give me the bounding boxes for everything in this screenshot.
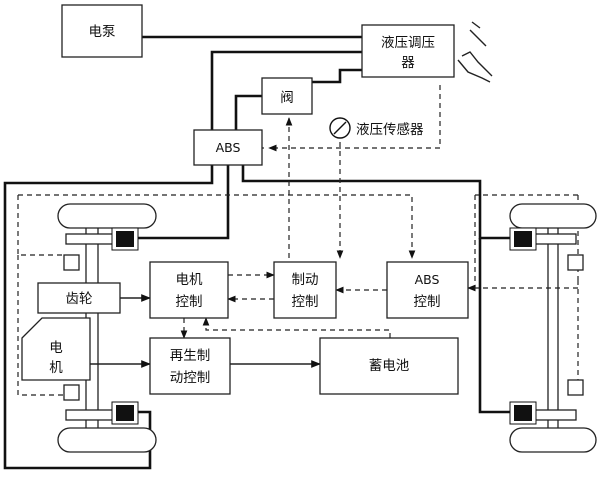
left-wheel-assembly [57,203,157,453]
hydraulic-lines [3,35,512,470]
valve-label: 阀 [280,90,294,106]
gear-block: 齿轮 [37,282,121,314]
pump-block: 电泵 [61,4,143,58]
brake-control-label-line1: 制动 [292,272,319,288]
mechanical-links [90,294,321,368]
abs-block: ABS [193,129,263,166]
abs-control-label-line1: ABS [415,272,440,287]
pressure-sensor-label: 液压传感器 [356,121,424,138]
motor-control-label-line2: 控制 [176,294,203,310]
regulator-block: 液压调压 器 [361,24,455,78]
motor-control-label-line1: 电机 [176,272,203,288]
abs-control-block: ABS 控制 [386,261,469,319]
regen-control-label-line2: 动控制 [170,370,211,386]
motor-label-line2: 机 [49,360,63,376]
regulator-label-line2: 器 [401,55,415,71]
pump-label: 电泵 [89,24,116,40]
regulator-label-line1: 液压调压 [381,35,435,51]
signal-lines [17,85,579,396]
pressure-sensor: 液压传感器 [329,117,424,139]
motor-control-block: 电机 控制 [149,261,229,319]
brake-control-label-line2: 控制 [292,294,319,310]
regen-control-block: 再生制 动控制 [149,337,231,395]
gear-label: 齿轮 [66,291,93,307]
motor-block: 电 机 [21,317,91,381]
abs-label: ABS [216,140,241,155]
motor-label-line1: 电 [49,340,63,356]
abs-control-label-line2: 控制 [414,294,441,310]
brake-pedal-icon [457,21,493,83]
brake-control-block: 制动 控制 [273,261,337,319]
valve-block: 阀 [261,77,313,115]
battery-block: 蓄电池 [319,337,459,395]
regen-control-label-line1: 再生制 [170,348,211,364]
battery-label: 蓄电池 [369,358,410,374]
right-wheel-assembly [509,203,597,453]
